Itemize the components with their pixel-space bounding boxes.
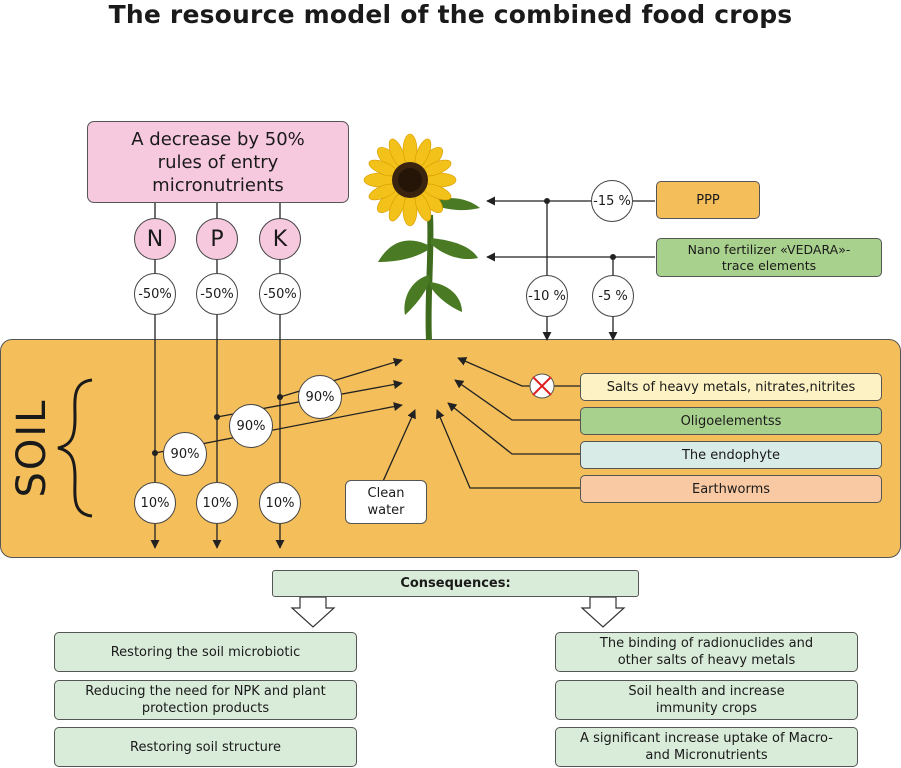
- k-transfer-circle: 90%: [298, 375, 342, 419]
- nutrient-n-circle: N: [134, 218, 176, 260]
- nutrient-k-circle: K: [259, 218, 301, 260]
- nutrient-p-circle: P: [196, 218, 238, 260]
- factor-endophyte: The endophyte: [580, 441, 882, 469]
- p-transfer-circle: 90%: [229, 404, 273, 448]
- p-remain-circle: 10%: [196, 482, 238, 524]
- k-reduction-circle: -50%: [259, 273, 301, 315]
- n-reduction-circle: -50%: [134, 273, 176, 315]
- clean-water-box: Clean water: [345, 480, 427, 524]
- n-remain-circle: 10%: [134, 482, 176, 524]
- factor-oligoelements: Oligoelementss: [580, 407, 882, 435]
- p-reduction-circle: -50%: [196, 273, 238, 315]
- decrease-micronutrients-box: A decrease by 50% rules of entry micronu…: [87, 121, 349, 203]
- sunflower-icon: [363, 133, 480, 341]
- shared-reduction-circle: -10 %: [526, 275, 568, 317]
- ppp-reduction-circle: -15 %: [591, 180, 633, 222]
- factor-earthworms: Earthworms: [580, 475, 882, 503]
- factor-heavy-metals: Salts of heavy metals, nitrates,nitrites: [580, 373, 882, 401]
- nano-reduction-circle: -5 %: [592, 275, 634, 317]
- diagram-title: The resource model of the combined food …: [108, 0, 793, 29]
- k-remain-circle: 10%: [259, 482, 301, 524]
- consequence-left-3: Restoring soil structure: [54, 727, 357, 767]
- consequence-right-2: Soil health and increase immunity crops: [555, 680, 858, 720]
- consequence-left-2: Reducing the need for NPK and plant prot…: [54, 680, 357, 720]
- ppp-box: PPP: [656, 181, 760, 219]
- n-transfer-circle: 90%: [163, 432, 207, 476]
- nano-fertilizer-box: Nano fertilizer «VEDARA»- trace elements: [656, 238, 882, 277]
- consequence-right-1: The binding of radionuclides and other s…: [555, 632, 858, 672]
- consequences-header: Consequences:: [272, 570, 639, 597]
- consequence-left-1: Restoring the soil microbiotic: [54, 632, 357, 672]
- consequence-right-3: A significant increase uptake of Macro-a…: [555, 727, 858, 767]
